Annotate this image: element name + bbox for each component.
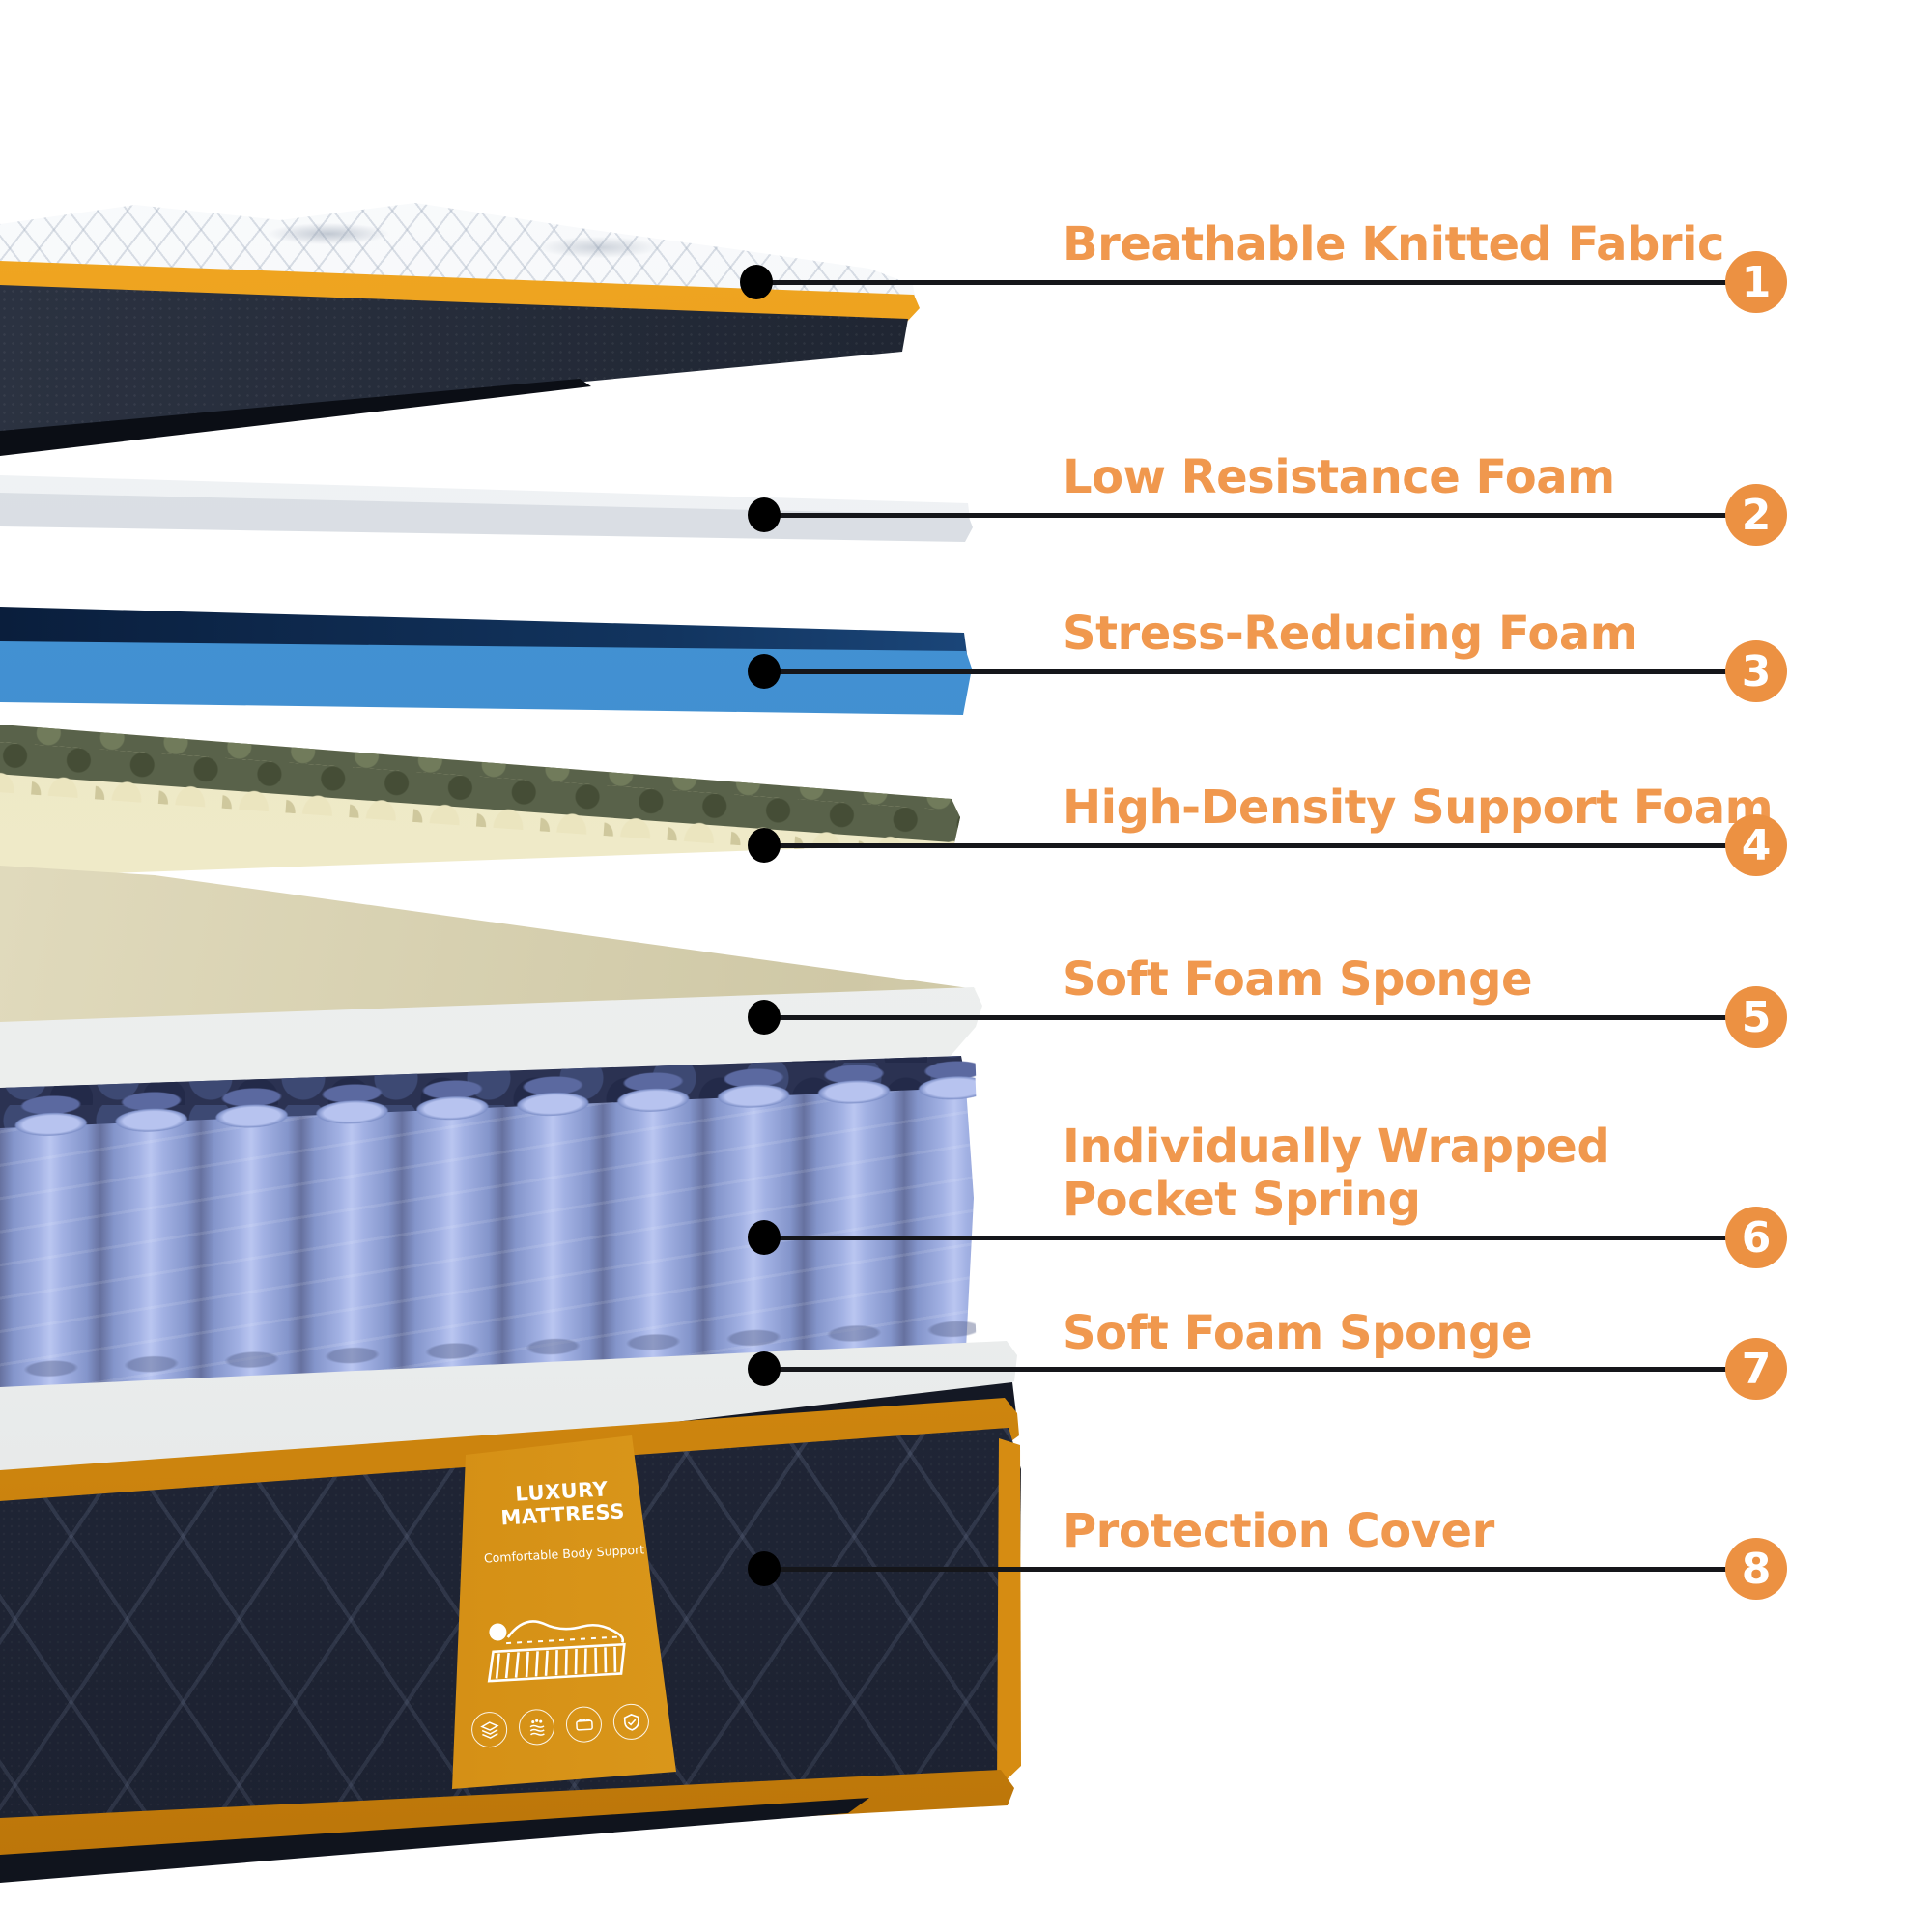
callout-number-6-text: 6 — [1741, 1212, 1772, 1263]
callout-number-2-text: 2 — [1741, 490, 1772, 540]
layers-icon — [470, 1711, 509, 1749]
callout-number-1-text: 1 — [1741, 257, 1772, 307]
product-tag-icon-row — [470, 1702, 650, 1749]
callout-label-5-text: Soft Foam Sponge — [1063, 952, 1533, 1007]
callout-label-8-text: Protection Cover — [1063, 1504, 1494, 1558]
callout-line-8 — [763, 1567, 1729, 1572]
callout-number-3: 3 — [1725, 640, 1787, 702]
callout-line-5 — [763, 1015, 1729, 1020]
callout-label-5: Soft Foam Sponge — [1063, 953, 1797, 1007]
callout-line-3 — [763, 669, 1729, 674]
callout-number-8: 8 — [1725, 1538, 1787, 1600]
callout-line-4 — [763, 843, 1729, 848]
callout-label-4-text: High-Density Support Foam — [1063, 781, 1774, 835]
sleeper-on-mattress-icon — [476, 1587, 641, 1692]
callout-label-7: Soft Foam Sponge — [1063, 1307, 1797, 1360]
callout-number-1: 1 — [1725, 251, 1787, 313]
callout-label-6: Individually Wrapped Pocket Spring — [1063, 1121, 1797, 1227]
quality-check-icon — [611, 1702, 650, 1741]
callout-dot-5 — [748, 1000, 781, 1035]
callout-label-1-text: Breathable Knitted Fabric — [1063, 217, 1724, 271]
callout-label-3-text: Stress-Reducing Foam — [1063, 607, 1638, 661]
callout-label-7-text: Soft Foam Sponge — [1063, 1306, 1533, 1360]
callout-dot-6 — [748, 1220, 781, 1255]
callout-dot-3 — [748, 654, 781, 689]
callout-label-6-text2: Pocket Spring — [1063, 1173, 1421, 1227]
callout-label-4: High-Density Support Foam — [1063, 781, 1797, 835]
callout-dot-2 — [748, 497, 781, 532]
callout-dot-8 — [748, 1551, 781, 1586]
callout-number-2: 2 — [1725, 484, 1787, 546]
callout-line-7 — [763, 1367, 1729, 1372]
callout-label-2-text: Low Resistance Foam — [1063, 450, 1615, 504]
callout-dot-4 — [748, 828, 781, 863]
callout-line-2 — [763, 513, 1729, 518]
callout-label-2: Low Resistance Foam — [1063, 451, 1797, 504]
callout-number-4: 4 — [1725, 814, 1787, 876]
callout-number-7-text: 7 — [1741, 1344, 1772, 1394]
callout-label-3: Stress-Reducing Foam — [1063, 608, 1797, 661]
callout-line-6 — [763, 1236, 1729, 1240]
callout-number-8-text: 8 — [1741, 1544, 1772, 1594]
callout-line-1 — [755, 280, 1729, 285]
callout-label-8: Protection Cover — [1063, 1505, 1797, 1558]
callout-number-4-text: 4 — [1741, 820, 1772, 870]
callout-label-6-text: Individually Wrapped — [1063, 1120, 1610, 1174]
breathability-waves-icon — [518, 1708, 556, 1747]
callout-label-1: Breathable Knitted Fabric — [1063, 218, 1797, 271]
mattress-icon — [564, 1705, 603, 1744]
callout-dot-7 — [748, 1351, 781, 1386]
callout-dot-1 — [740, 265, 773, 299]
callout-number-7: 7 — [1725, 1338, 1787, 1400]
callout-number-6: 6 — [1725, 1207, 1787, 1268]
callout-number-5: 5 — [1725, 986, 1787, 1048]
callout-number-3-text: 3 — [1741, 646, 1772, 696]
callout-number-5-text: 5 — [1741, 992, 1772, 1042]
